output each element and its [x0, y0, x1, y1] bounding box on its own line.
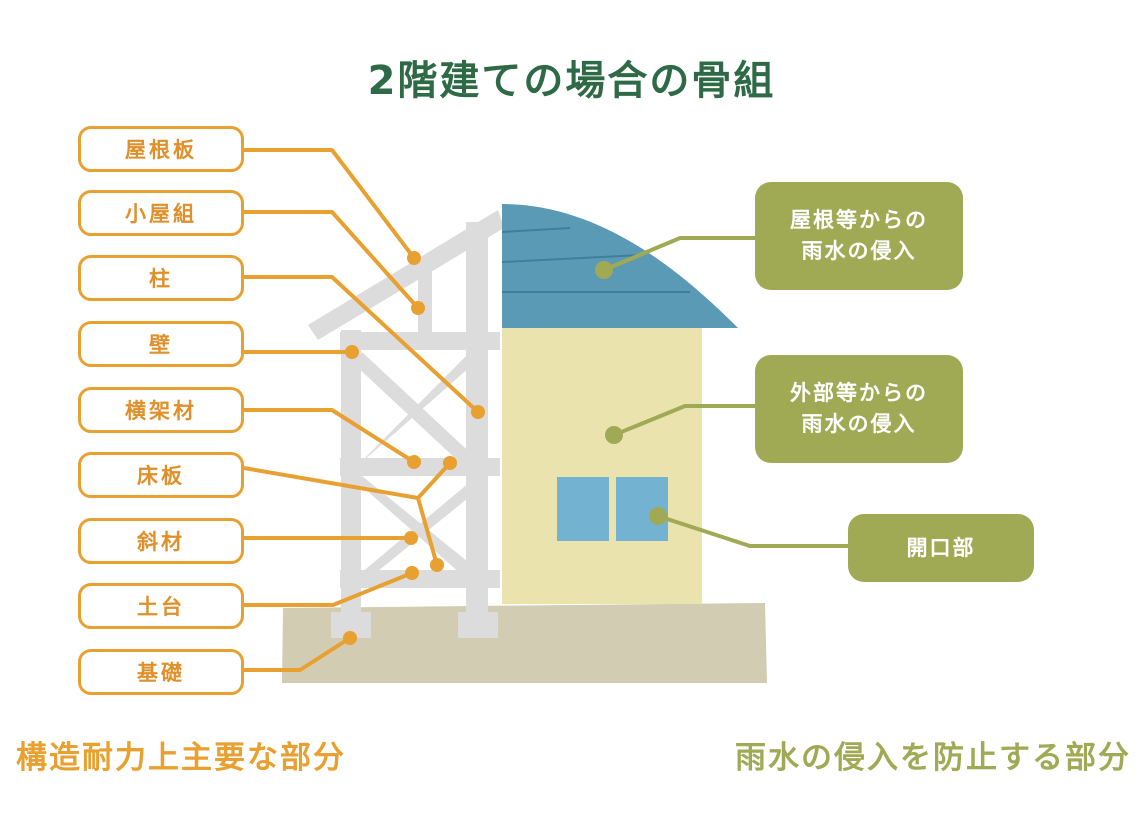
label-beam: 横架材 [78, 387, 244, 433]
window-left [557, 477, 609, 541]
label-brace: 斜材 [78, 518, 244, 564]
caption-structural-parts: 構造耐力上主要な部分 [16, 740, 346, 776]
ground-foundation [282, 603, 767, 683]
label-roof-water-intrusion: 屋根等からの 雨水の侵入 [755, 182, 963, 290]
structure-leader-lines [243, 148, 480, 672]
label-roof-water-text: 屋根等からの 雨水の侵入 [790, 208, 928, 263]
wooden-frame [308, 210, 504, 638]
exterior-wall [502, 328, 702, 604]
water-leader-dots [595, 261, 667, 525]
label-roof-truss: 小屋組 [78, 190, 244, 236]
label-wall: 壁 [78, 321, 244, 367]
roof [502, 204, 738, 328]
label-roof-board: 屋根板 [78, 126, 244, 172]
label-opening-text: 開口部 [906, 535, 976, 560]
label-sill: 土台 [78, 583, 244, 629]
label-opening: 開口部 [848, 514, 1034, 582]
page-title: 2階建ての場合の骨組 [367, 58, 776, 104]
water-leader-lines [603, 236, 848, 548]
roof-shingle-lines [501, 227, 690, 293]
label-column: 柱 [78, 255, 244, 301]
caption-waterproof-parts: 雨水の侵入を防止する部分 [735, 740, 1131, 776]
label-floor-board: 床板 [78, 452, 244, 498]
structure-leader-dots [343, 251, 485, 645]
label-exterior-water-text: 外部等からの 雨水の侵入 [790, 381, 928, 436]
label-exterior-water-intrusion: 外部等からの 雨水の侵入 [755, 355, 963, 463]
label-foundation: 基礎 [78, 649, 244, 695]
